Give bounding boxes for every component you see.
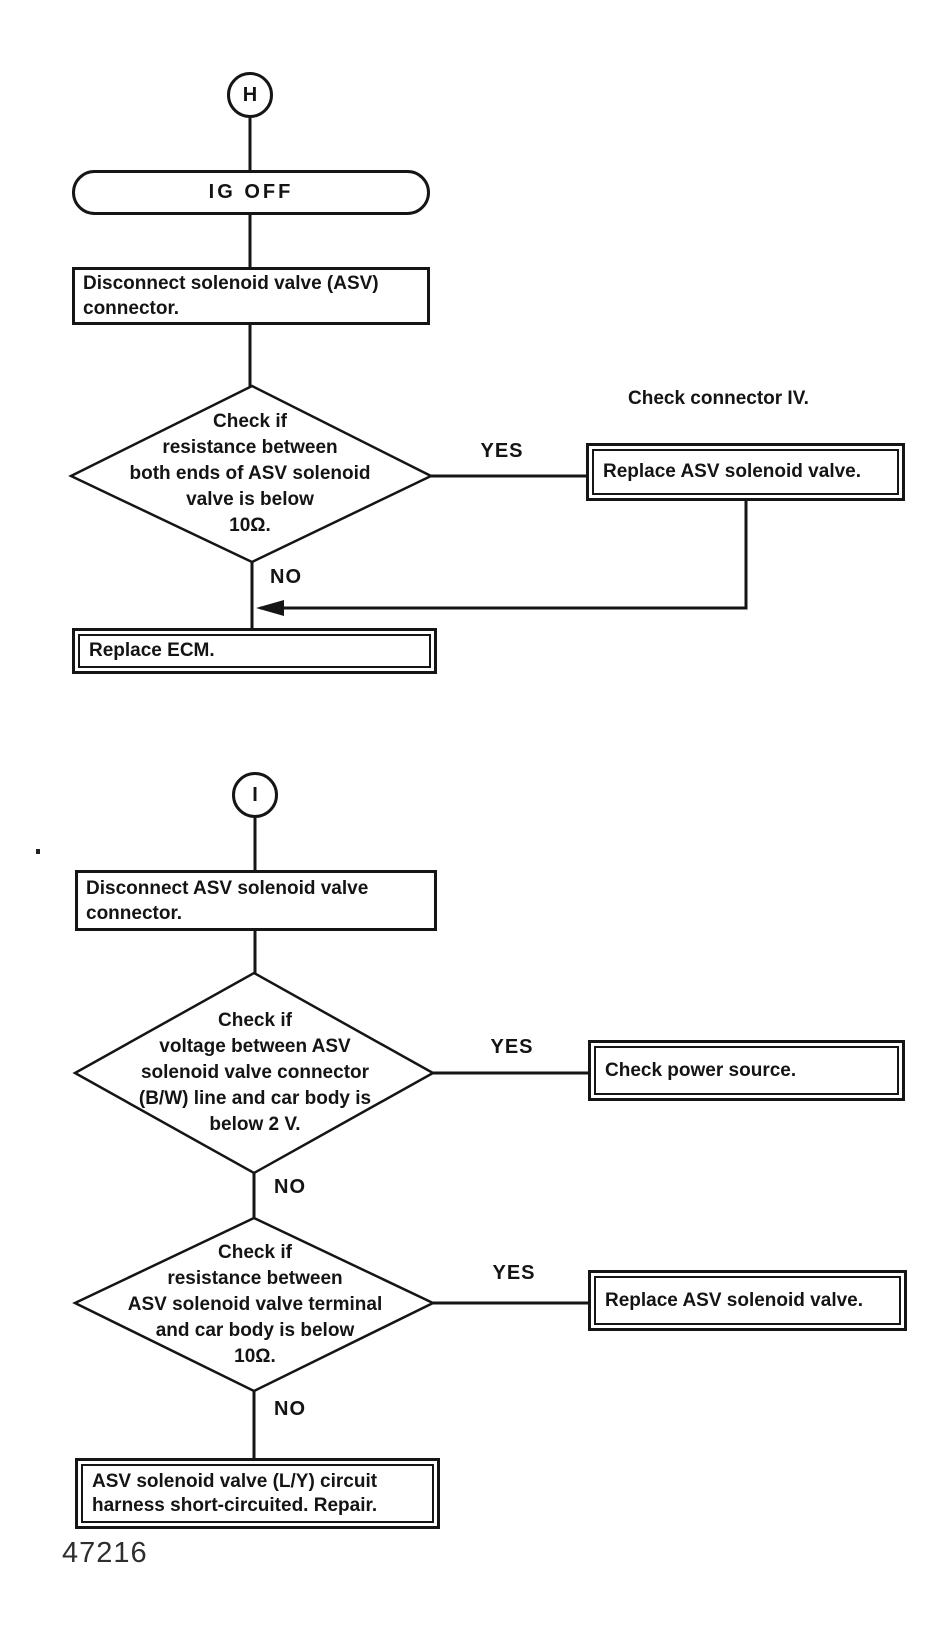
decision-resistance-h-text: Check if resistance between both ends of… (129, 411, 371, 536)
action-replace-ecm-text: Replace ECM. (78, 634, 431, 668)
connector-letter-i: I (252, 783, 258, 806)
note-check-connector-iv: Check connector IV. (628, 388, 809, 409)
action-repair-harness-short-circuit: ASV solenoid valve (L/Y) circuit harness… (75, 1458, 440, 1529)
process-disconnect-asv-connector-h: Disconnect solenoid valve (ASV) connecto… (72, 267, 430, 325)
decision-diamond-resistance-h (68, 384, 434, 564)
decision-diamond-voltage-i (72, 971, 436, 1175)
decision-diamond-resistance-i (72, 1216, 436, 1393)
branch-label-yes-resistance: YES (492, 1262, 536, 1284)
branch-label-no-voltage: NO (274, 1176, 306, 1198)
action-replace-asv-solenoid-valve-i-text: Replace ASV solenoid valve. (594, 1276, 901, 1325)
action-replace-asv-solenoid-valve-h-text: Replace ASV solenoid valve. (592, 449, 899, 495)
process-disconnect-asv-connector-i: Disconnect ASV solenoid valve connector. (75, 870, 437, 931)
decision-resistance-i-text: Check if resistance between ASV solenoid… (127, 1242, 383, 1367)
process-disconnect-asv-connector-h-text: Disconnect solenoid valve (ASV) connecto… (83, 273, 379, 319)
branch-label-no-h: NO (270, 566, 302, 588)
branch-label-yes-h: YES (480, 440, 524, 462)
feedback-arrowhead (256, 600, 284, 616)
decision-voltage-i-text: Check if voltage between ASV solenoid va… (138, 1009, 372, 1135)
connector-circle-i: I (232, 772, 278, 818)
branch-label-yes-voltage: YES (490, 1036, 534, 1058)
action-replace-asv-solenoid-valve-i: Replace ASV solenoid valve. (588, 1270, 907, 1331)
action-replace-ecm: Replace ECM. (72, 628, 437, 674)
action-repair-harness-short-circuit-text: ASV solenoid valve (L/Y) circuit harness… (81, 1464, 434, 1523)
branch-label-no-resistance: NO (274, 1398, 306, 1420)
terminal-ig-off-label: IG OFF (208, 181, 294, 203)
action-check-power-source-text: Check power source. (594, 1046, 899, 1095)
process-disconnect-asv-connector-i-text: Disconnect ASV solenoid valve connector. (86, 877, 369, 924)
action-replace-asv-solenoid-valve-h: Replace ASV solenoid valve. (586, 443, 905, 501)
scan-speck-dot (36, 849, 40, 854)
terminal-ig-off: IG OFF (72, 170, 430, 215)
figure-number: 47216 (62, 1537, 148, 1569)
action-check-power-source: Check power source. (588, 1040, 905, 1101)
connector-letter-h: H (242, 83, 258, 106)
connector-circle-h: H (227, 72, 273, 118)
